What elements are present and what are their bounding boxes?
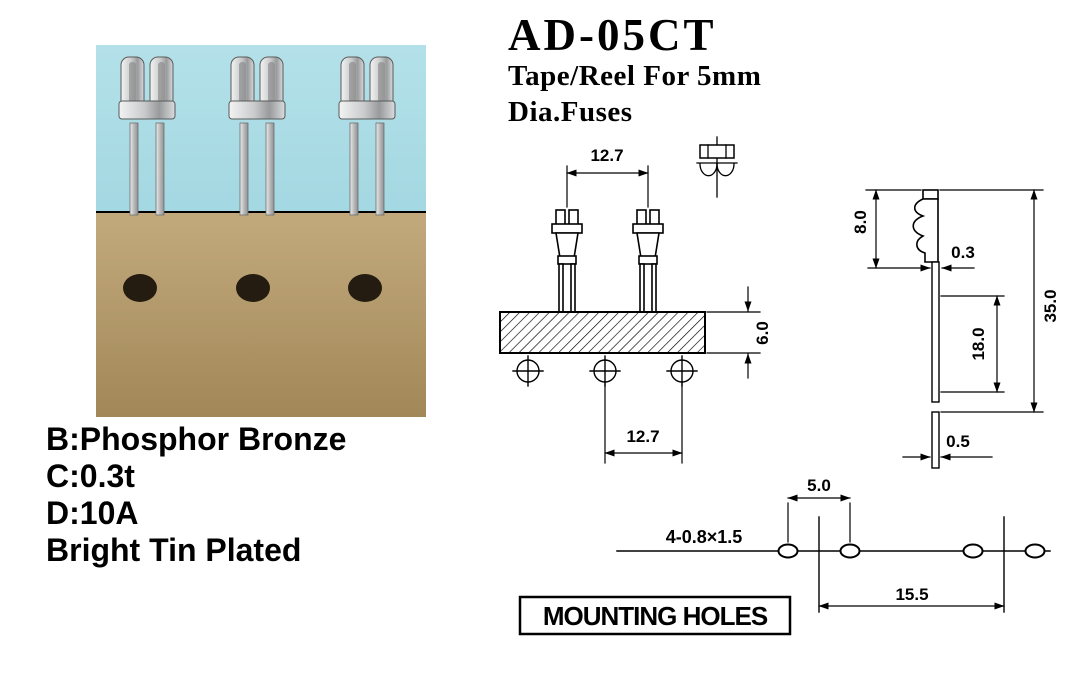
spec-rating: D:10A xyxy=(46,495,139,531)
mounting-hole xyxy=(1024,543,1046,559)
dim-thickness-value: 0.3 xyxy=(951,243,975,262)
carrier-tape-strip xyxy=(499,311,706,354)
sprocket-hole-icon xyxy=(512,355,544,387)
front-view: 12.7 xyxy=(499,136,772,464)
dim-pitch-bottom-value: 12.7 xyxy=(626,427,659,446)
dim-lead-width-value: 0.5 xyxy=(946,432,970,451)
page-title: AD-05CT xyxy=(508,10,717,60)
sprocket-hole-icon xyxy=(589,355,621,387)
tape-hole xyxy=(236,274,270,302)
dim-hole-pitch-value: 5.0 xyxy=(807,476,831,495)
mounting-hole xyxy=(839,543,861,559)
hole-spec-label: 4-0.8×1.5 xyxy=(666,527,743,547)
dim-lead-length-value: 18.0 xyxy=(969,327,988,360)
clip-side-profile xyxy=(912,189,939,263)
mounting-holes-label-box xyxy=(518,595,792,636)
dim-tape-height-value: 6.0 xyxy=(753,321,772,345)
dim-lead-length xyxy=(940,295,1005,393)
dim-pitch-top xyxy=(566,165,649,208)
subtitle-line-2: Dia.Fuses xyxy=(508,96,633,129)
title-block: AD-05CT Tape/Reel For 5mm Dia.Fuses xyxy=(508,10,762,131)
dim-overall-length xyxy=(940,189,1044,413)
mounting-hole xyxy=(777,543,799,559)
dim-pitch-bottom xyxy=(604,382,683,464)
carrier-tape-photo xyxy=(96,211,426,417)
mounting-holes-view: 4-0.8×1.5 5.0 15.5 MOUNTING HOLES xyxy=(518,476,1051,636)
dim-tape-height xyxy=(706,286,761,379)
dim-pitch-top-value: 12.7 xyxy=(590,146,623,165)
spec-plating: Bright Tin Plated xyxy=(46,532,302,568)
mounting-holes-label: MOUNTING HOLES xyxy=(543,601,768,631)
tape-hole xyxy=(123,274,157,302)
subtitle-line-1: Tape/Reel For 5mm xyxy=(508,60,762,93)
mounting-hole xyxy=(962,543,984,559)
specs-block: B:Phosphor Bronze C:0.3t D:10A Bright Ti… xyxy=(46,421,346,569)
spec-material: B:Phosphor Bronze xyxy=(46,421,347,457)
top-view-icon xyxy=(696,136,738,198)
tape-hole xyxy=(348,274,382,302)
fuse-clip-front-left xyxy=(551,209,583,314)
dim-hole-pitch xyxy=(787,494,851,543)
product-photo xyxy=(96,45,426,417)
lead-lower xyxy=(931,411,940,469)
dim-pair-span-value: 15.5 xyxy=(895,585,928,604)
dim-clip-height-value: 8.0 xyxy=(851,210,870,234)
sprocket-hole-icon xyxy=(666,355,698,387)
dim-overall-length-value: 35.0 xyxy=(1041,289,1060,322)
side-view: 8.0 0.3 18.0 xyxy=(851,189,1060,469)
dim-pair-span xyxy=(818,516,1005,613)
spec-thickness: C:0.3t xyxy=(46,458,135,494)
fuse-clip-front-right xyxy=(632,209,664,314)
lead-upper xyxy=(931,261,940,403)
